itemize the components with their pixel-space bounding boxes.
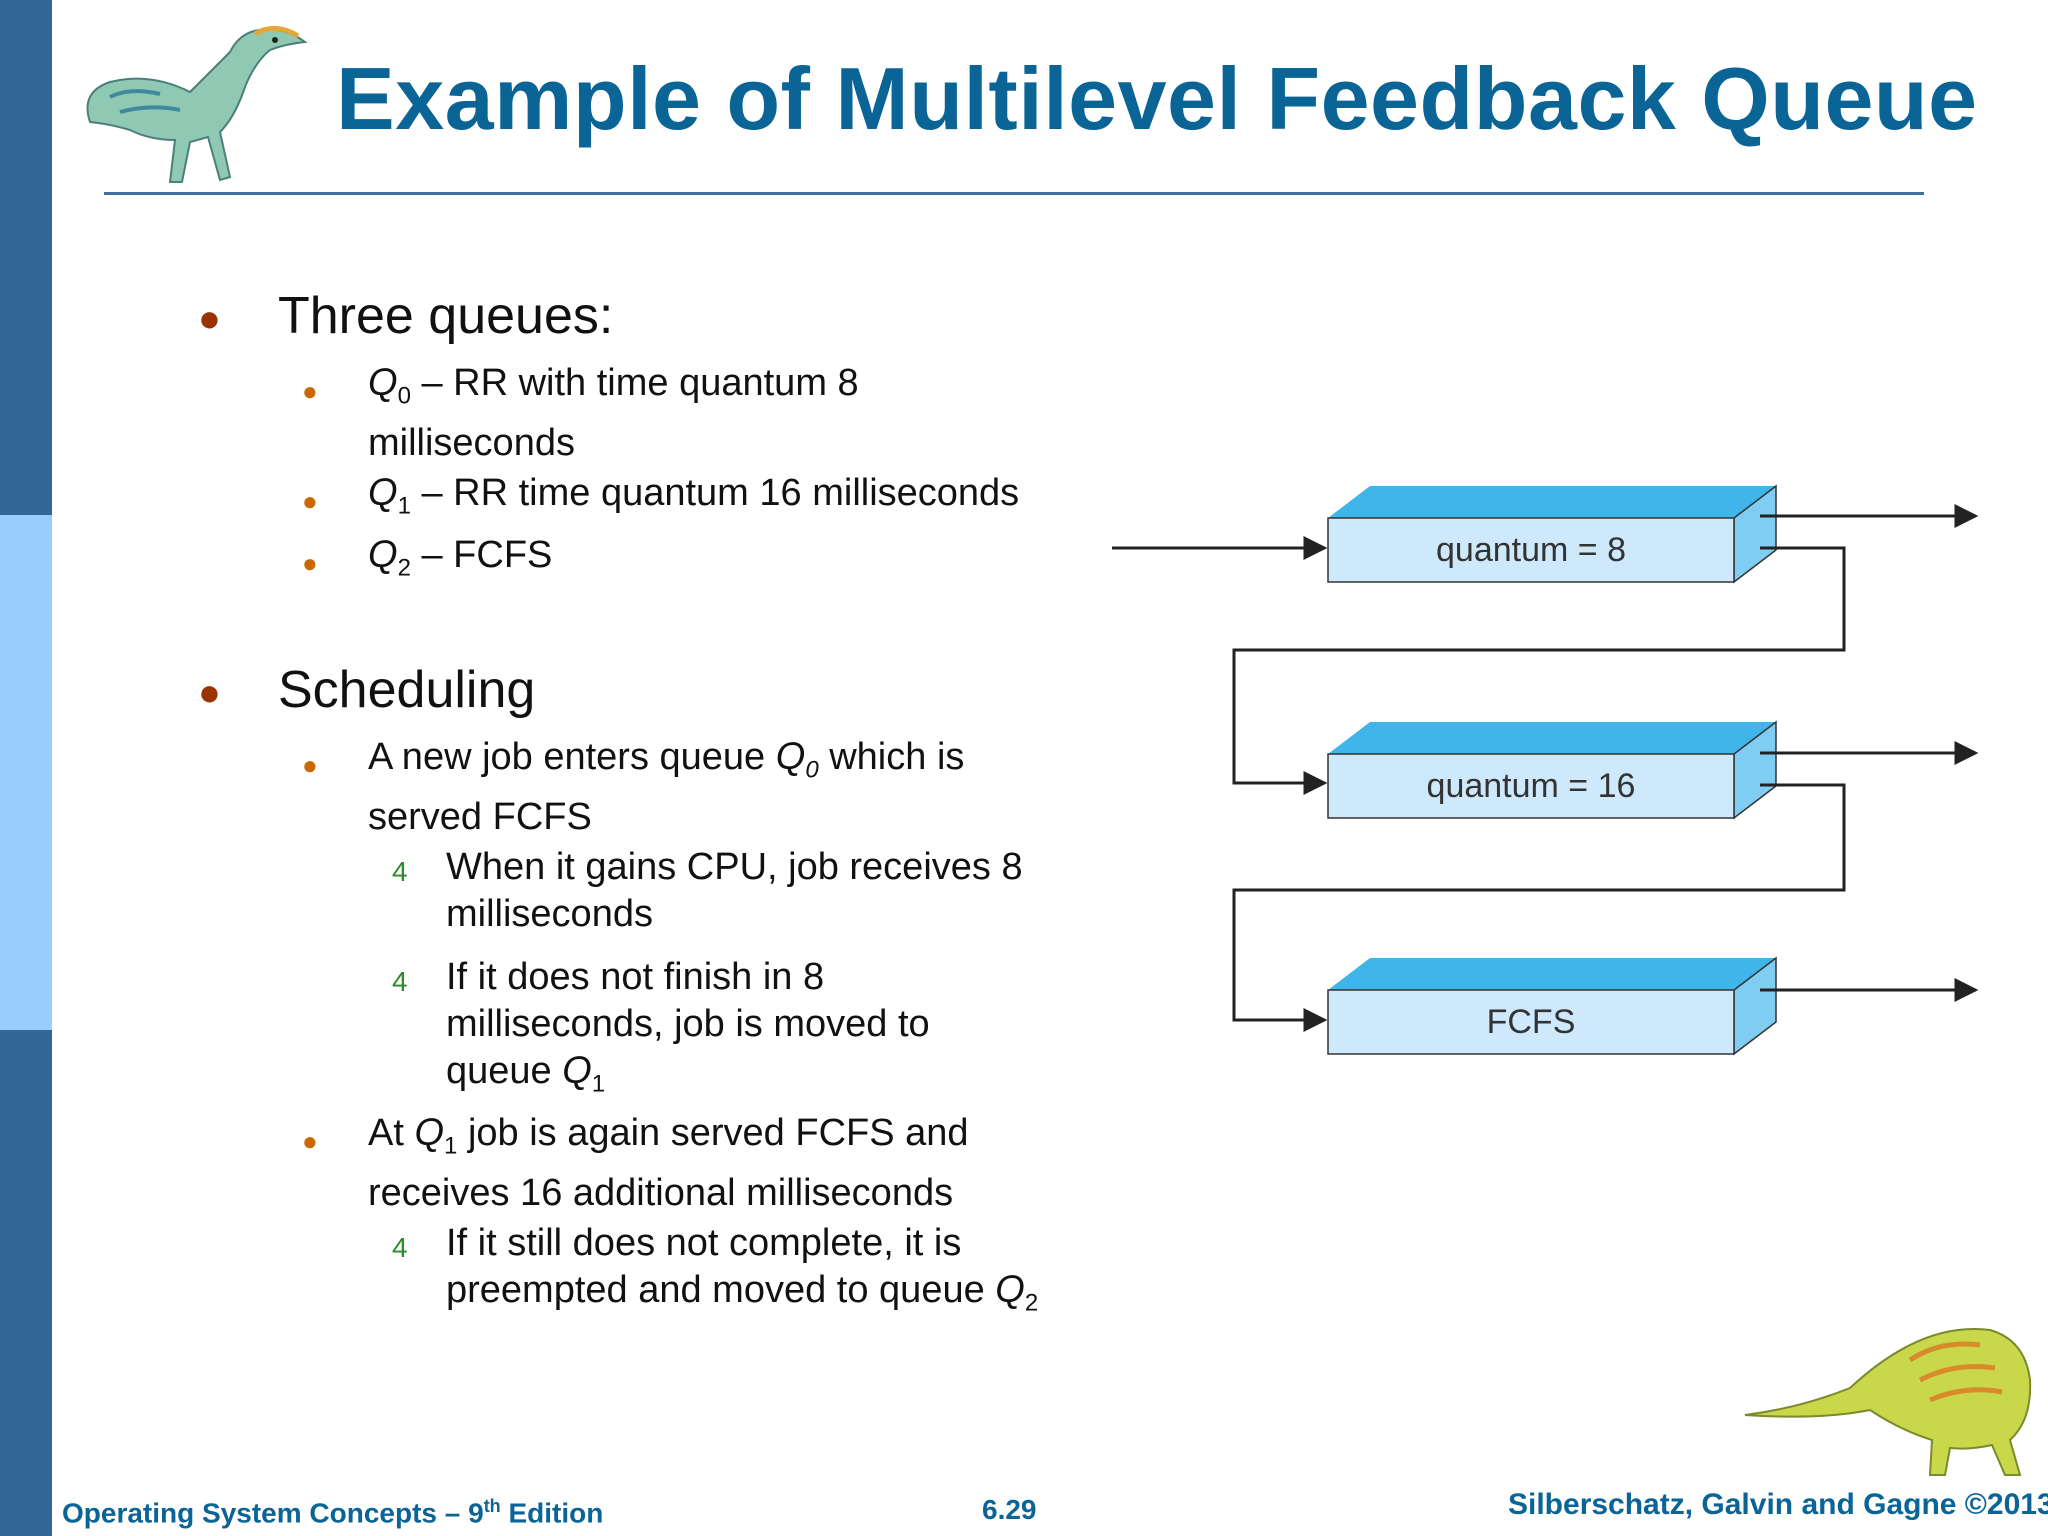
footer-book-title: Operating System Concepts – 9th Edition — [62, 1496, 604, 1529]
bullet-l1-icon: ● — [198, 672, 221, 714]
not-finish-item: If it does not finish in 8 milliseconds,… — [446, 956, 930, 1098]
queue-0-feedback-path — [1232, 546, 1846, 795]
queue-q0-item: Q0 – RR with time quantum 8 milliseconds — [368, 362, 859, 464]
title-divider — [104, 192, 1924, 195]
bullet-l3-marker: 4 — [392, 856, 408, 887]
sidebar-band-bottom — [0, 1030, 52, 1536]
bullet-l1-icon: ● — [198, 298, 221, 340]
dinosaur-logo-icon — [86, 26, 308, 183]
at-q1-item: At Q1 job is again served FCFS and recei… — [368, 1112, 969, 1214]
new-job-item: A new job enters queue Q0 which is serve… — [368, 736, 965, 838]
queue-q2-item: Q2 – FCFS — [368, 534, 553, 582]
queue-1-feedback-path — [1232, 783, 1846, 1032]
dinosaur-corner-icon — [1744, 1328, 2032, 1476]
footer-copyright: Silberschatz, Galvin and Gagne ©2013 — [1508, 1488, 2048, 1521]
bullet-l2-icon: ● — [302, 486, 318, 516]
bullet-l3-marker: 4 — [392, 1232, 408, 1263]
sidebar-band-top — [0, 0, 52, 515]
queue-1-box: quantum = 16 — [1327, 720, 1777, 820]
bullet-l3-marker: 4 — [392, 966, 408, 997]
queue-2-label: FCFS — [1487, 1003, 1576, 1041]
still-not-item: If it still does not complete, it is pre… — [446, 1222, 1039, 1317]
bullet-l2-icon: ● — [302, 548, 318, 578]
mlfq-diagram: quantum = 8 quantum = 16 FCFS — [1112, 484, 1979, 1056]
queue-0-box: quantum = 8 — [1327, 484, 1777, 584]
three-queues-heading: Three queues: — [278, 287, 614, 345]
queue-0-label: quantum = 8 — [1436, 531, 1626, 569]
bullet-l2-icon: ● — [302, 750, 318, 780]
queue-q1-item: Q1 – RR time quantum 16 milliseconds — [368, 472, 1020, 520]
scheduling-heading: Scheduling — [278, 661, 536, 719]
bullet-l2-icon: ● — [302, 376, 318, 406]
slide-title: Example of Multilevel Feedback Queue — [336, 49, 1978, 148]
gains-cpu-item: When it gains CPU, job receives 8 millis… — [446, 846, 1023, 935]
footer-page-number: 6.29 — [982, 1494, 1037, 1525]
bullet-l2-icon: ● — [302, 1126, 318, 1156]
queue-2-box: FCFS — [1327, 956, 1777, 1056]
sidebar-band-middle — [0, 515, 52, 1030]
queue-1-label: quantum = 16 — [1427, 767, 1636, 805]
